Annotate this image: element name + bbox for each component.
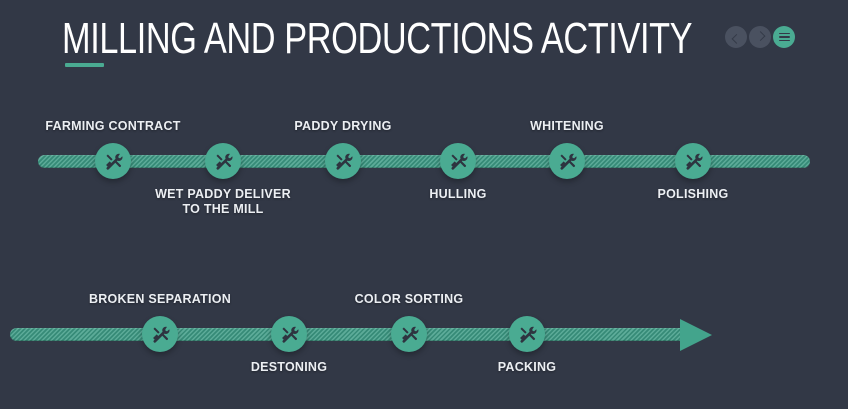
next-slide-button[interactable] xyxy=(749,26,771,48)
timeline-node[interactable] xyxy=(391,316,427,352)
timeline-node[interactable] xyxy=(271,316,307,352)
timeline-node[interactable] xyxy=(325,143,361,179)
tools-icon xyxy=(518,325,537,344)
timeline-node-label: PADDY DRYING xyxy=(294,119,392,133)
tools-icon xyxy=(684,152,703,171)
timeline-node-label: PACKING xyxy=(497,360,557,374)
previous-slide-button[interactable] xyxy=(725,26,747,48)
timeline-node-label: HULLING xyxy=(429,187,487,201)
tools-icon xyxy=(151,325,170,344)
timeline-arrowhead-icon xyxy=(680,319,712,351)
timeline-rail xyxy=(10,328,690,341)
timeline-node[interactable] xyxy=(549,143,585,179)
title-underline-accent xyxy=(65,63,104,67)
chevron-left-icon xyxy=(731,33,741,44)
tools-icon xyxy=(334,152,353,171)
process-timeline-row-1: FARMING CONTRACT WET PADDY DELIVER TO THE… xyxy=(0,105,848,235)
tools-icon xyxy=(104,152,123,171)
timeline-node-label: BROKEN SEPARATION xyxy=(89,292,231,306)
timeline-node-label: WET PADDY DELIVER TO THE MILL xyxy=(155,187,291,216)
tools-icon xyxy=(280,325,299,344)
timeline-node[interactable] xyxy=(440,143,476,179)
menu-button[interactable] xyxy=(773,26,795,48)
timeline-node-label: POLISHING xyxy=(657,187,729,201)
timeline-node[interactable] xyxy=(509,316,545,352)
tools-icon xyxy=(558,152,577,171)
page-header: MILLING AND PRODUCTIONS ACTIVITY xyxy=(0,0,848,95)
page-title: MILLING AND PRODUCTIONS ACTIVITY xyxy=(62,14,693,63)
process-timeline-row-2: BROKEN SEPARATION DESTONING COLOR SORTING P… xyxy=(0,278,848,408)
timeline-node[interactable] xyxy=(675,143,711,179)
timeline-node[interactable] xyxy=(95,143,131,179)
tools-icon xyxy=(449,152,468,171)
timeline-node-label: WHITENING xyxy=(530,119,604,133)
slide-navigation-controls xyxy=(725,26,795,48)
tools-icon xyxy=(400,325,419,344)
timeline-node[interactable] xyxy=(142,316,178,352)
timeline-node-label: COLOR SORTING xyxy=(354,292,464,306)
timeline-node-label: FARMING CONTRACT xyxy=(45,119,181,133)
tools-icon xyxy=(214,152,233,171)
timeline-node-label: DESTONING xyxy=(250,360,328,374)
timeline-node[interactable] xyxy=(205,143,241,179)
chevron-right-icon xyxy=(755,30,765,41)
hamburger-menu-icon xyxy=(778,32,790,42)
